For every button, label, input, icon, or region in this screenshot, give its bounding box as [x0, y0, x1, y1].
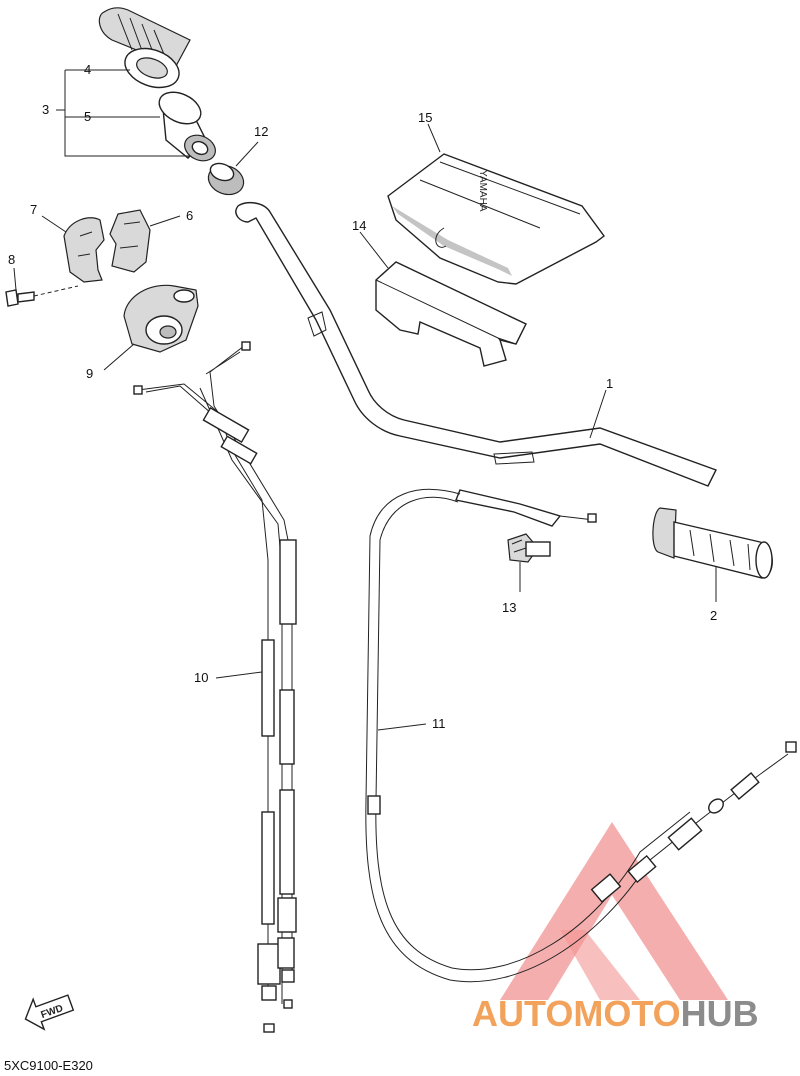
throttle-cables-10	[133, 341, 297, 1033]
handlebar-cover-15: YAMAHA	[387, 123, 605, 285]
screw-8	[5, 267, 79, 307]
part-label-4: 4	[84, 62, 91, 77]
cable-adjuster-13	[507, 533, 551, 592]
handlebar-pad-14	[359, 231, 527, 367]
part-label-15: 15	[418, 110, 432, 125]
clutch-cable-11	[365, 488, 797, 983]
part-label-10: 10	[194, 670, 208, 685]
left-grip-2	[652, 507, 773, 602]
watermark-text: AUTOMOTOHUB	[472, 993, 759, 1034]
part-label-12: 12	[254, 124, 268, 139]
watermark-text-a: AUTOMOTO	[472, 993, 681, 1034]
part-label-1: 1	[606, 376, 613, 391]
fwd-arrow-icon	[24, 994, 75, 1031]
part-label-2: 2	[710, 608, 717, 623]
watermark-triangle	[500, 822, 728, 1000]
throttle-housing-9	[103, 284, 199, 371]
watermark-text-b: HUB	[681, 993, 759, 1034]
collar-12	[207, 141, 259, 196]
part-label-11: 11	[432, 716, 446, 731]
part-label-3: 3	[42, 102, 49, 117]
switch-housing-6	[109, 209, 181, 273]
part-label-9: 9	[86, 366, 93, 381]
watermark-logo	[500, 822, 728, 1000]
handlebar-1	[235, 201, 717, 487]
part-label-6: 6	[186, 208, 193, 223]
part-label-7: 7	[30, 202, 37, 217]
throttle-grip	[98, 7, 216, 162]
part-label-5: 5	[84, 109, 91, 124]
part-label-13: 13	[502, 600, 516, 615]
part-label-8: 8	[8, 252, 15, 267]
fwd-arrow: FWD	[24, 994, 75, 1031]
switch-housing-7	[41, 215, 105, 283]
callout-bracket-3	[56, 69, 190, 157]
part-label-14: 14	[352, 218, 366, 233]
diagram-code: 5XC9100-E320	[4, 1058, 93, 1073]
cover-brand-text: YAMAHA	[477, 170, 488, 212]
